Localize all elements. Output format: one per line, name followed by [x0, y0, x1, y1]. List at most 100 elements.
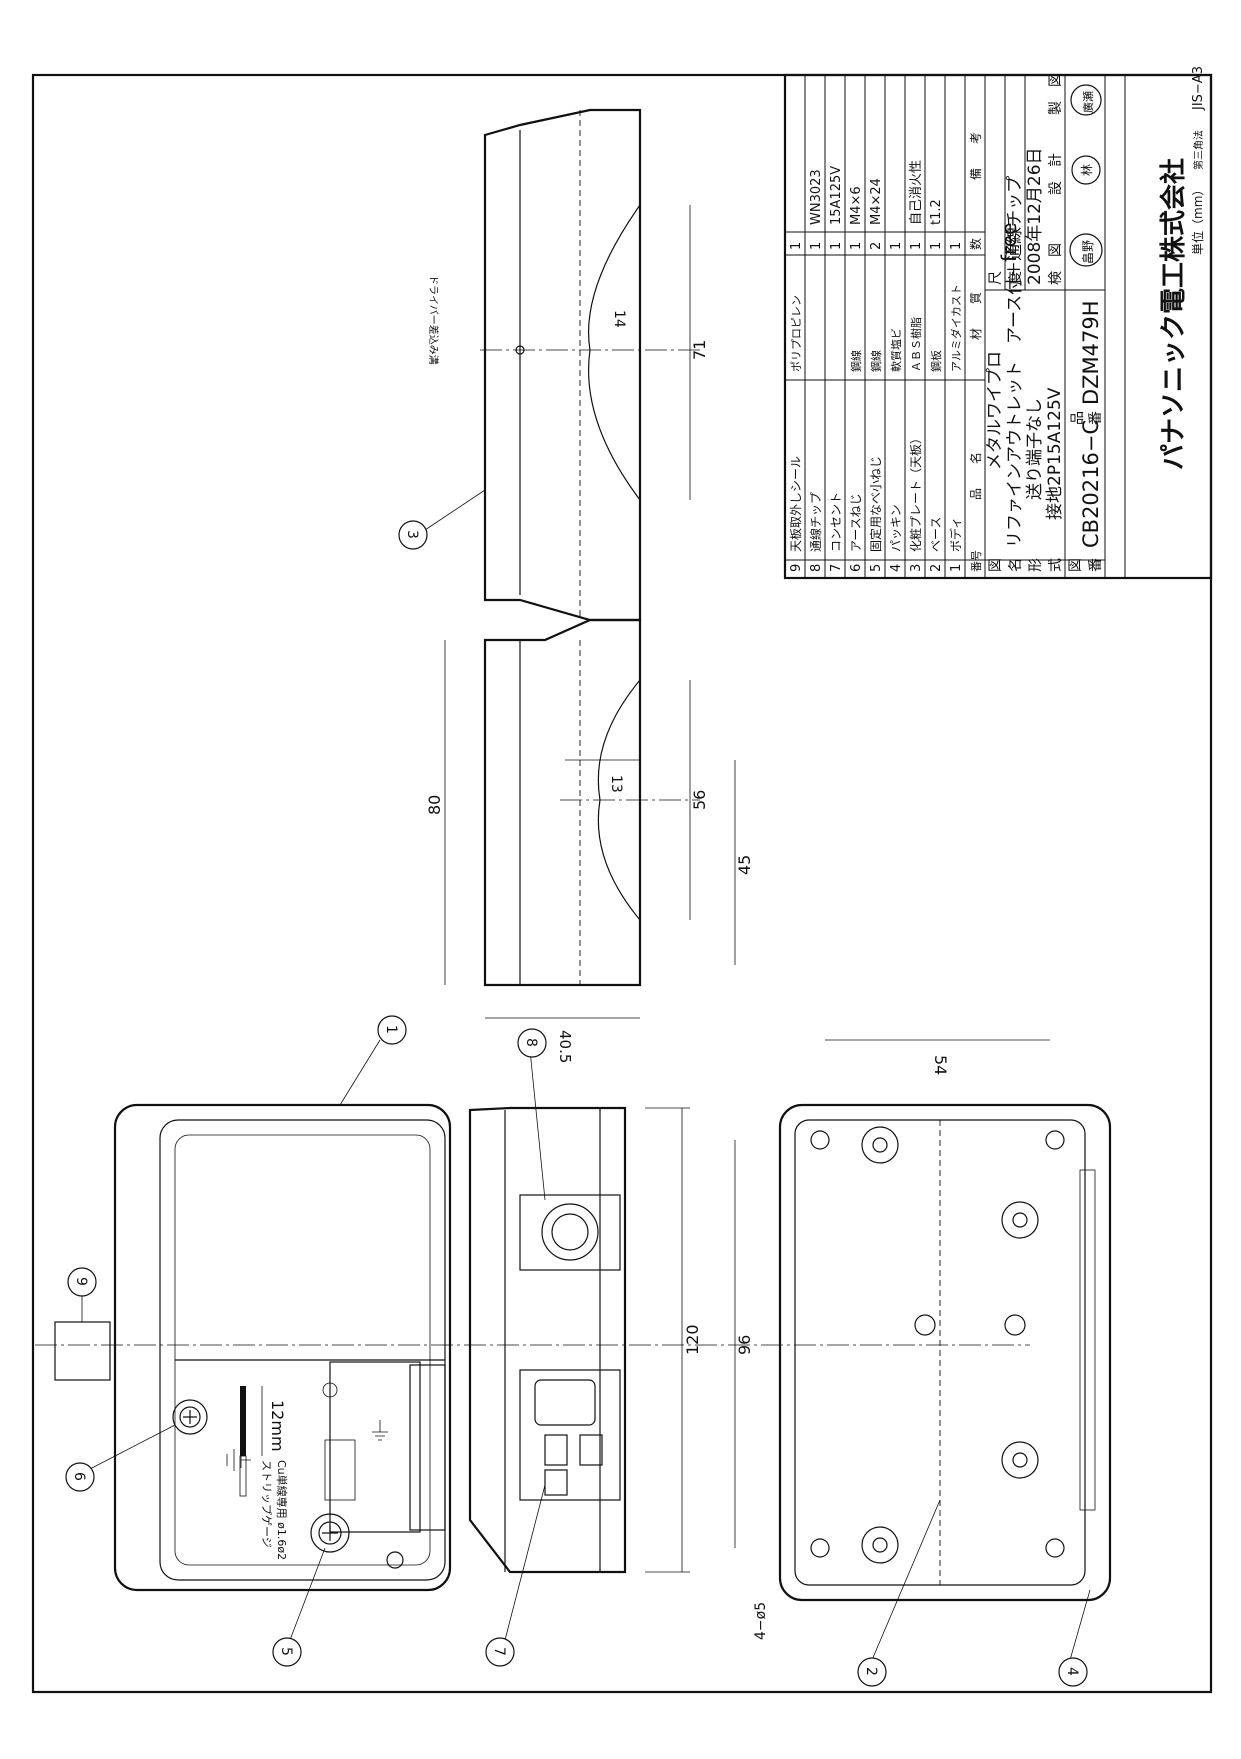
balloon-7-label: 7: [491, 1647, 507, 1656]
dim-71: 71: [690, 340, 709, 360]
balloon-6-label: 6: [71, 1472, 87, 1481]
balloon-1: [377, 1015, 407, 1045]
part-material-2: 鋼板: [929, 350, 943, 372]
tb-scale-label-1: 尺: [988, 271, 1004, 285]
stamp-circle-3: [1070, 84, 1102, 116]
header-remarks: 備 考: [968, 132, 983, 180]
tb-scale-label-2: 度: [1008, 271, 1024, 285]
tb-kei: 形: [1028, 558, 1044, 572]
dimension-lines: [35, 205, 1050, 1573]
balloon-9: [67, 1267, 97, 1297]
balloon-6: [65, 1462, 95, 1492]
dim-54: 54: [931, 1055, 950, 1075]
part-qty-6: 1: [849, 242, 864, 250]
driver-slot-note: ドライバー差込み溝: [427, 275, 440, 365]
part-material-4: 軟質塩ビ: [889, 328, 903, 372]
part-name-7: コンセント: [829, 492, 843, 552]
tb-seizu: 製 図: [1048, 73, 1064, 115]
part-no-4: 4: [889, 564, 904, 572]
balloon-2: [857, 1657, 887, 1687]
holes-note: 4−ø5: [753, 1602, 769, 1640]
model-line2: 接地2P15A125V: [1045, 387, 1065, 520]
part-qty-8: 1: [809, 242, 824, 250]
dim-13: 13: [608, 775, 624, 793]
part-no-6: 6: [849, 564, 864, 572]
balloon-5: [272, 1637, 302, 1667]
part-remarks-5: M4×24: [869, 178, 884, 225]
part-qty-2: 1: [929, 242, 944, 250]
product-name-line1: メタルワイプロ: [985, 351, 1005, 470]
part-qty-3: 1: [909, 242, 924, 250]
model-line1: 送り端子なし: [1025, 398, 1045, 500]
title-block: [783, 73, 1213, 580]
drawing-number: CB20216−C: [1079, 420, 1103, 548]
part-material-1: アルミダイカスト: [949, 284, 963, 372]
side-view-long: [483, 108, 642, 622]
stamp-1: 畠野: [1080, 240, 1095, 264]
parts-table: 9天板取外しシールポリプロピレン18通線チップ1WN30237コンセント115A…: [789, 132, 983, 572]
part-qty-9: 1: [789, 242, 804, 250]
unit-note: 単位（mm）: [1190, 184, 1205, 255]
part-name-4: パッキン: [889, 504, 903, 552]
balloons: 1 2 3 4 5 6 7 8 9: [65, 489, 1091, 1687]
part-material-5: 鋼線: [869, 350, 883, 372]
part-name-2: ベース: [929, 517, 943, 552]
strip-length-label: 12mm: [268, 1400, 287, 1452]
part-no-1: 1: [949, 564, 964, 572]
part-no-7: 7: [829, 564, 844, 572]
dim-14: 14: [611, 310, 627, 328]
part-material-6: 鋼線: [849, 350, 863, 372]
wire-spec-label: Cu単線専用 ø1.6ø2: [275, 1460, 289, 1560]
part-name-1: ボディ: [948, 517, 963, 552]
dim-80: 80: [425, 795, 444, 815]
part-remarks-8: WN3023: [809, 169, 824, 225]
balloon-5-label: 5: [278, 1647, 294, 1656]
balloon-4-label: 4: [1064, 1667, 1080, 1676]
part-qty-4: 1: [889, 242, 904, 250]
part-no-8: 8: [809, 564, 824, 572]
balloon-1-label: 1: [383, 1025, 399, 1034]
tb-zu: 図: [988, 558, 1004, 572]
header-material: 材 質: [968, 292, 983, 340]
header-name: 品 名: [968, 452, 983, 500]
balloon-4: [1058, 1657, 1088, 1687]
base-view: [778, 1103, 1112, 1602]
product-name-line2: リファインアウトレット アース付＋通線チップ: [1005, 176, 1025, 548]
tb-kenzu: 検 図: [1048, 243, 1064, 285]
strip-gauge-label: ストリップゲージ: [260, 1460, 273, 1548]
product-number: DZM479H: [1079, 300, 1103, 405]
balloon-2-label: 2: [863, 1667, 879, 1676]
part-remarks-2: t1.2: [929, 199, 944, 225]
part-no-2: 2: [929, 564, 944, 572]
stamp-2: 林: [1080, 164, 1094, 176]
stamp-circle-2: [1071, 155, 1101, 185]
tb-sekkei: 設 計: [1048, 153, 1064, 195]
company-name: パナソニック電工株式会社: [1158, 158, 1189, 470]
part-remarks-3: 自己消火性: [909, 160, 924, 225]
stamp-3: 廣瀬: [1081, 91, 1095, 113]
balloon-3-label: 3: [404, 530, 420, 539]
balloon-8-label: 8: [523, 1038, 539, 1047]
balloon-9-label: 9: [73, 1277, 89, 1286]
tb-hin: 品: [1070, 411, 1086, 425]
stamp-circle-1: [1069, 233, 1103, 267]
part-name-9: 天板取外しシール: [789, 456, 803, 552]
part-material-9: ポリプロピレン: [790, 295, 803, 372]
drawing-date: 2008年12月26日: [1025, 147, 1045, 285]
dim-56: 56: [690, 790, 709, 810]
part-name-6: アースねじ: [849, 493, 863, 552]
balloon-3: [398, 520, 428, 550]
part-remarks-6: M4×6: [849, 186, 864, 225]
part-no-5: 5: [869, 564, 884, 572]
top-face-view: [468, 1106, 627, 1574]
tb-zuban-2: 番: [1088, 558, 1104, 572]
tb-zuban-1: 図: [1068, 558, 1084, 572]
paper-size: JIS−A3: [1191, 66, 1206, 111]
balloon-8: [517, 1028, 547, 1058]
part-name-8: 通線チップ: [808, 492, 823, 552]
scale-value: free: [997, 223, 1021, 262]
drawing-frame: [31, 73, 1213, 1694]
part-qty-1: 1: [949, 242, 964, 250]
